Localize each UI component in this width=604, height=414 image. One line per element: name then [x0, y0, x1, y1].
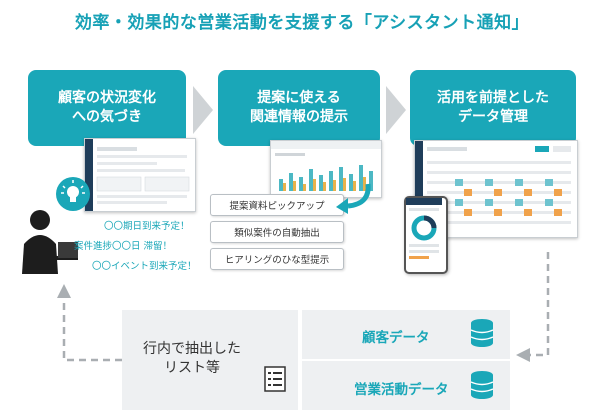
page-title: 効率・効果的な営業活動を支援する「アシスタント通知」: [74, 13, 530, 33]
mobile-app-mockup: [404, 196, 448, 274]
list-panel: [122, 310, 298, 410]
chevron-right-icon: [386, 86, 406, 134]
person-icon: [22, 210, 78, 274]
app-screenshot-table: [414, 140, 578, 238]
document-list-icon: [264, 366, 286, 392]
data-source-label: 顧客データ: [362, 330, 430, 346]
step-box-related-info: 提案に使える 関連情報の提示: [218, 70, 380, 146]
alert-text: 〇〇期日到来予定！: [104, 221, 190, 232]
step-box-awareness: 顧客の状況変化 への気づき: [28, 70, 186, 146]
alert-text: 案件進捗〇〇日 滞留！: [74, 241, 173, 252]
feature-item: 提案資料ピックアップ: [210, 194, 344, 216]
feature-item: ヒアリングのひな型提示: [210, 248, 344, 270]
database-icon: [470, 319, 494, 347]
data-source-label: 営業活動データ: [354, 382, 449, 398]
step-box-data-management: 活用を前提とした データ管理: [410, 70, 576, 146]
chevron-right-icon: [193, 86, 213, 134]
app-screenshot-dashboard: [84, 138, 196, 212]
list-panel-label: 行内で抽出した リスト等: [143, 341, 241, 376]
feature-item: 類似案件の自動抽出: [210, 221, 344, 243]
app-screenshot-chart: [270, 140, 382, 198]
lightbulb-badge: [56, 177, 90, 211]
database-icon: [470, 371, 494, 399]
lightbulb-icon: [61, 180, 85, 202]
alert-text: 〇〇イベント到来予定！: [92, 261, 197, 272]
curved-arrow-icon: [336, 183, 371, 214]
